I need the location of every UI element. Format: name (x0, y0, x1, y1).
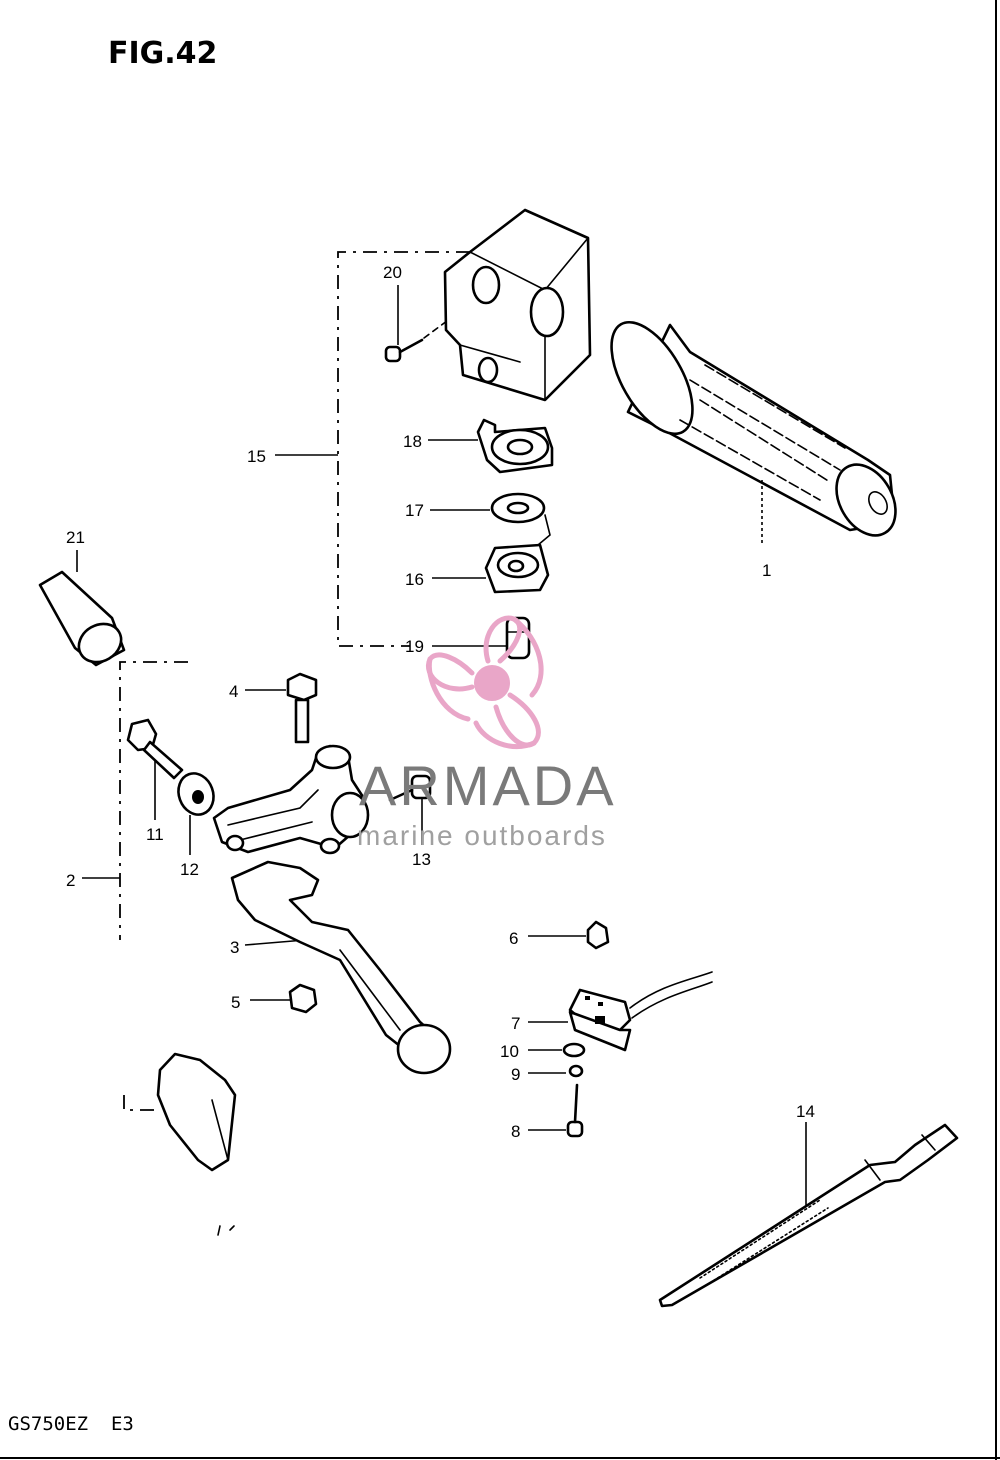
model-code: GS750EZ E3 (8, 1413, 134, 1435)
callout-16: 16 (405, 570, 424, 589)
watermark-tagline: marine outboards (357, 820, 607, 851)
callout-7: 7 (511, 1014, 520, 1033)
part-7-switch (528, 971, 713, 1052)
callout-8: 8 (511, 1122, 520, 1141)
watermark: ARMADA marine outboards (357, 615, 617, 851)
part-5-nut (250, 983, 318, 1014)
callout-6: 6 (509, 929, 518, 948)
part-1-grip (610, 320, 897, 545)
watermark-brand: ARMADA (359, 754, 617, 817)
part-3-lever (230, 860, 452, 1075)
part-8-screw (528, 1083, 584, 1138)
callout-15: 15 (247, 447, 266, 466)
part-17-washer (430, 492, 551, 546)
lever-holder (212, 744, 370, 855)
callout-3: 3 (230, 938, 239, 957)
propeller-icon (425, 615, 544, 750)
callout-13: 13 (412, 850, 431, 869)
callout-5: 5 (231, 993, 240, 1012)
callout-1: 1 (762, 561, 771, 580)
small-marks (217, 1225, 235, 1236)
part-21-cover (38, 550, 126, 667)
callout-19: 19 (405, 637, 424, 656)
part-12-collar (177, 772, 215, 855)
callout-12: 12 (180, 860, 199, 879)
part-10-washer (528, 1042, 586, 1058)
callout-labels: 1 2 3 4 5 6 7 8 9 10 11 12 13 14 15 16 1… (66, 263, 815, 1141)
callout-21: 21 (66, 528, 85, 547)
part-14-cable-tie (658, 1122, 959, 1308)
group-bracket-15 (275, 251, 470, 647)
part-16-holder (432, 543, 550, 594)
callout-9: 9 (511, 1065, 520, 1084)
callout-14: 14 (796, 1102, 815, 1121)
group-bracket-2 (82, 661, 188, 1111)
part-19-nut (432, 616, 531, 660)
switch-housing (443, 208, 592, 402)
lever-boot (156, 1052, 237, 1172)
part-4-bolt (245, 672, 318, 744)
callout-10: 10 (500, 1042, 519, 1061)
callout-2: 2 (66, 871, 75, 890)
part-13-screw (388, 774, 432, 845)
part-18-ring (428, 418, 554, 474)
figure-title: FIG.42 (108, 36, 217, 71)
part-9-washer (528, 1064, 584, 1078)
part-6-screw (528, 920, 610, 950)
callout-20: 20 (383, 263, 402, 282)
part-11-bolt (126, 718, 184, 820)
callout-11: 11 (146, 825, 164, 844)
callout-4: 4 (229, 682, 238, 701)
callout-17: 17 (405, 501, 424, 520)
callout-18: 18 (403, 432, 422, 451)
